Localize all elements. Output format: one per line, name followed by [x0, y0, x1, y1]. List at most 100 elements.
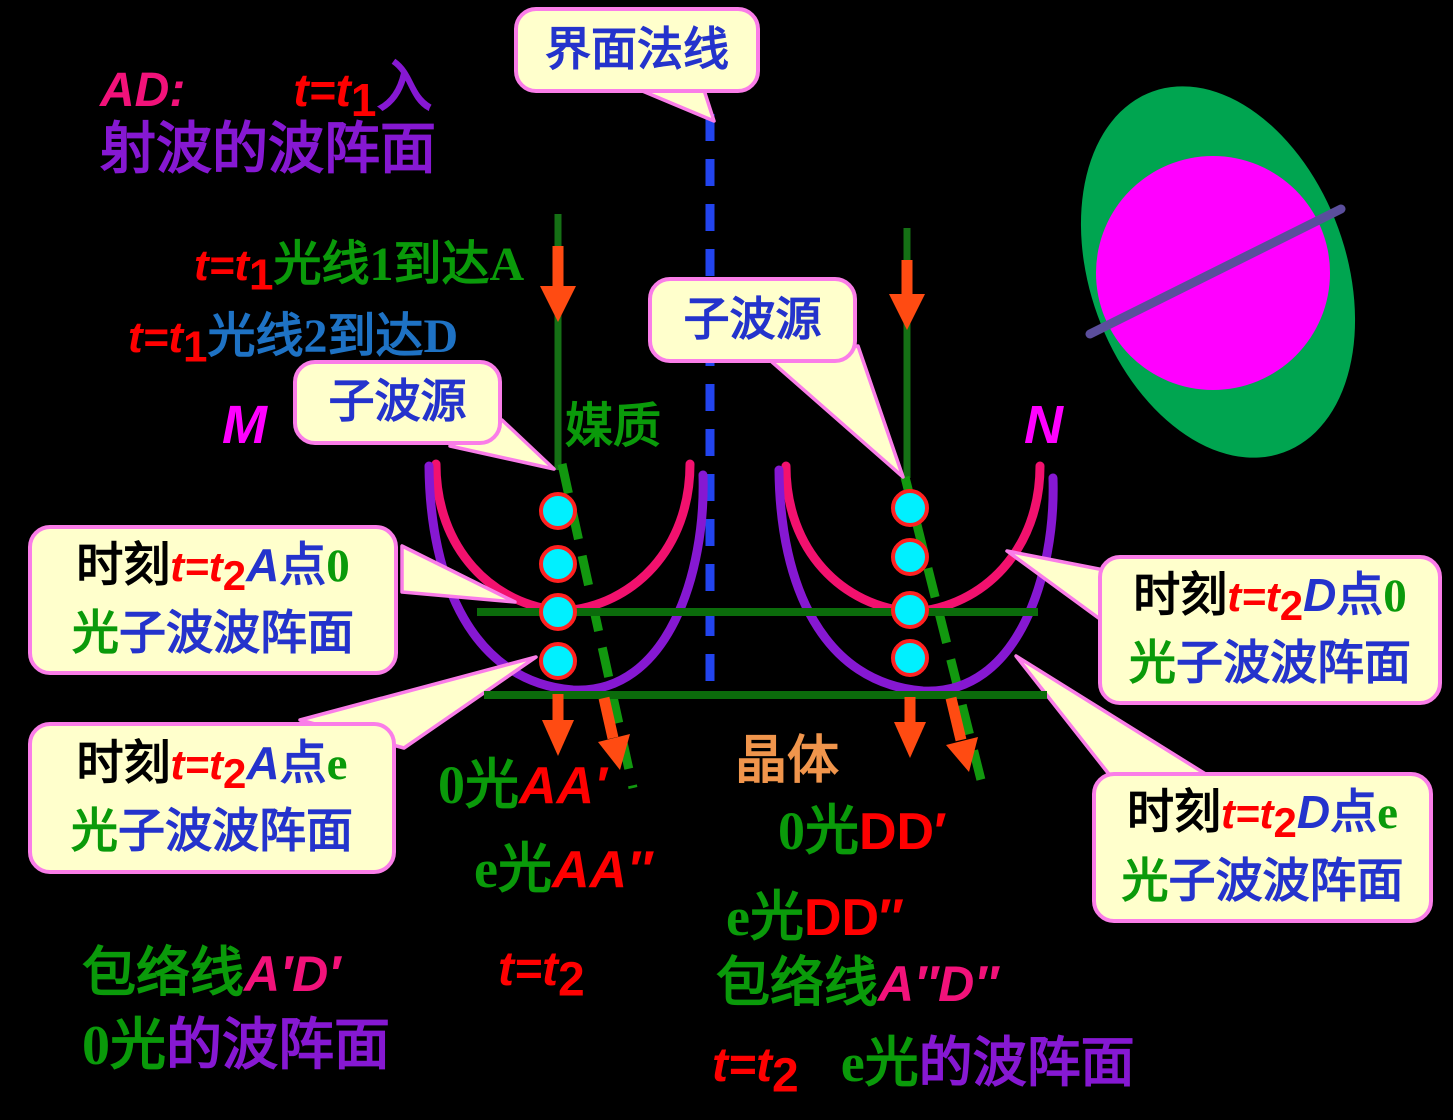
envelope-ad-prime: A′D′	[244, 946, 341, 1002]
n-label: N	[1024, 395, 1063, 455]
m-label: M	[222, 395, 267, 455]
time-t2-left: t=t2	[498, 942, 585, 1008]
envelope-word: 包络线	[716, 953, 878, 1013]
time-label: 时刻	[1127, 787, 1222, 840]
callout-wavelet-source-right-label: 子波源	[683, 293, 822, 345]
envelope-left-caption-line2: 0光的波阵面	[82, 1000, 390, 1081]
time-label: 时刻	[76, 539, 171, 592]
callout-interface-normal: 界面法线	[514, 7, 760, 93]
light-word: 光	[1121, 855, 1169, 908]
point-letter: A	[246, 736, 280, 789]
medium-text: 媒质	[565, 400, 662, 453]
point-word: 点	[1330, 787, 1378, 840]
point-word: 点	[1336, 569, 1384, 622]
t-equals: t=t	[170, 542, 223, 590]
o-light-prefix: 0光	[778, 801, 859, 861]
ad-label: AD:	[100, 64, 186, 117]
subwave-wavefront: 子波波阵面	[119, 608, 354, 661]
light-word: 光	[72, 608, 119, 661]
o-ray-arrow-D-head	[894, 722, 926, 758]
callout-a-o-wavefront: 时刻t=t2A点0 光子波波阵面	[28, 525, 398, 675]
wavelet-dot	[891, 639, 929, 677]
tail-callout-a-o	[400, 544, 517, 604]
callout-d-e-wavefront: 时刻t=t2D点e 光子波波阵面	[1092, 772, 1433, 923]
t-subscript: 2	[772, 1049, 799, 1103]
e-ray-arrow-D-head	[946, 737, 978, 772]
e-light-prefix: e光	[840, 1033, 919, 1093]
wavelet-dot	[539, 492, 577, 530]
t-subscript: 2	[223, 749, 247, 797]
wavelet-dot	[891, 538, 929, 576]
crystal-label: 晶体	[735, 718, 839, 793]
light-word: 光	[71, 806, 118, 859]
t-equals: t=t	[498, 943, 558, 996]
incident-wavefront-caption-line2: 射波的波阵面	[100, 104, 436, 185]
t-equals: t=t	[293, 64, 351, 116]
surface-point-m: M	[222, 394, 267, 456]
o-ray-dd-caption: 0光DD′	[778, 786, 947, 865]
ray2-label: 光线2到达D	[207, 310, 459, 363]
crystal-text: 晶体	[735, 732, 840, 790]
index-ellipsoid-inset	[1080, 86, 1356, 458]
point-letter: D	[1296, 786, 1331, 839]
callout-wavelet-source-right: 子波源	[648, 277, 857, 363]
o-light-prefix: 0光	[82, 1015, 166, 1077]
subwave-wavefront: 子波波阵面	[1176, 638, 1411, 691]
wavelet-dot	[539, 593, 577, 631]
callout-d-o-wavefront: 时刻t=t2D点0 光子波波阵面	[1098, 555, 1442, 705]
envelope-right-caption-line2: t=t2 e光的波阵面	[712, 1018, 1135, 1104]
wavefront-word: 的波阵面	[918, 1033, 1135, 1093]
o-light-prefix: 0光	[438, 755, 519, 815]
light-mode: e	[1377, 787, 1398, 840]
incident-wavefront-caption: AD:t=t1入	[100, 42, 432, 127]
t-equals: t=t	[1227, 572, 1280, 620]
envelope-left-caption-line1: 包络线A′D′	[82, 928, 340, 1007]
o-ray-aa-caption: 0光AA′	[438, 740, 607, 819]
e-ray-arrow-D-shaft	[945, 696, 967, 742]
callout-a-e-wavefront: 时刻t=t2A点e 光子波波阵面	[28, 722, 396, 874]
tail-interface-normal	[638, 88, 716, 123]
callout-interface-normal-label: 界面法线	[545, 23, 729, 75]
e-light-prefix: e光	[726, 887, 804, 947]
envelope-ad-doubleprime: A′′D′′	[878, 956, 999, 1012]
t-equals: t=t	[194, 241, 249, 290]
subwave-wavefront: 子波波阵面	[1168, 855, 1404, 908]
t-subscript: 2	[222, 551, 247, 599]
t-subscript: 2	[1279, 581, 1304, 629]
light-mode: 0	[326, 539, 350, 592]
ray2-arrival-caption: t=t1光线2到达D	[128, 296, 458, 373]
t-equals: t=t	[128, 313, 183, 362]
callout-wavelet-source-left-label: 子波源	[328, 376, 467, 428]
t-subscript: 1	[183, 322, 208, 372]
optic-axis-line	[1085, 204, 1346, 339]
t-subscript: 1	[350, 74, 377, 127]
point-word: 点	[279, 539, 327, 592]
point-letter: A	[246, 538, 280, 591]
light-mode: e	[326, 737, 348, 790]
wavefront-word: 的波阵面	[166, 1015, 390, 1077]
light-mode: 0	[1383, 569, 1407, 622]
wavelet-source-dots	[539, 489, 929, 680]
time-label: 时刻	[1133, 569, 1228, 622]
aa-doubleprime-label: AA′′	[551, 841, 653, 899]
incident-arrow-2-head	[889, 294, 925, 330]
tail-wavelet-right	[770, 344, 905, 479]
envelope-right-caption-line1: 包络线A′′D′′	[716, 938, 998, 1017]
t-subscript: 2	[558, 953, 585, 1007]
e-ray-aa-caption: e光AA′′	[474, 824, 652, 903]
e-ray-arrow-A-head	[598, 734, 630, 770]
t-subscript: 1	[249, 250, 274, 300]
callout-wavelet-source-left: 子波源	[293, 360, 502, 445]
t-equals: t=t	[170, 740, 224, 788]
t-subscript: 2	[1273, 799, 1297, 847]
e-ray-dd-caption: e光DD′′	[726, 872, 904, 951]
t-equals: t=t	[712, 1039, 772, 1092]
wavelet-dot	[891, 591, 929, 629]
incident-arrow-1-head	[540, 286, 576, 322]
dd-doubleprime-label: DD′′	[803, 889, 905, 947]
o-ray-arrow-A-head	[542, 720, 574, 756]
light-word: 光	[1129, 638, 1176, 691]
time-label: 时刻	[76, 737, 171, 790]
